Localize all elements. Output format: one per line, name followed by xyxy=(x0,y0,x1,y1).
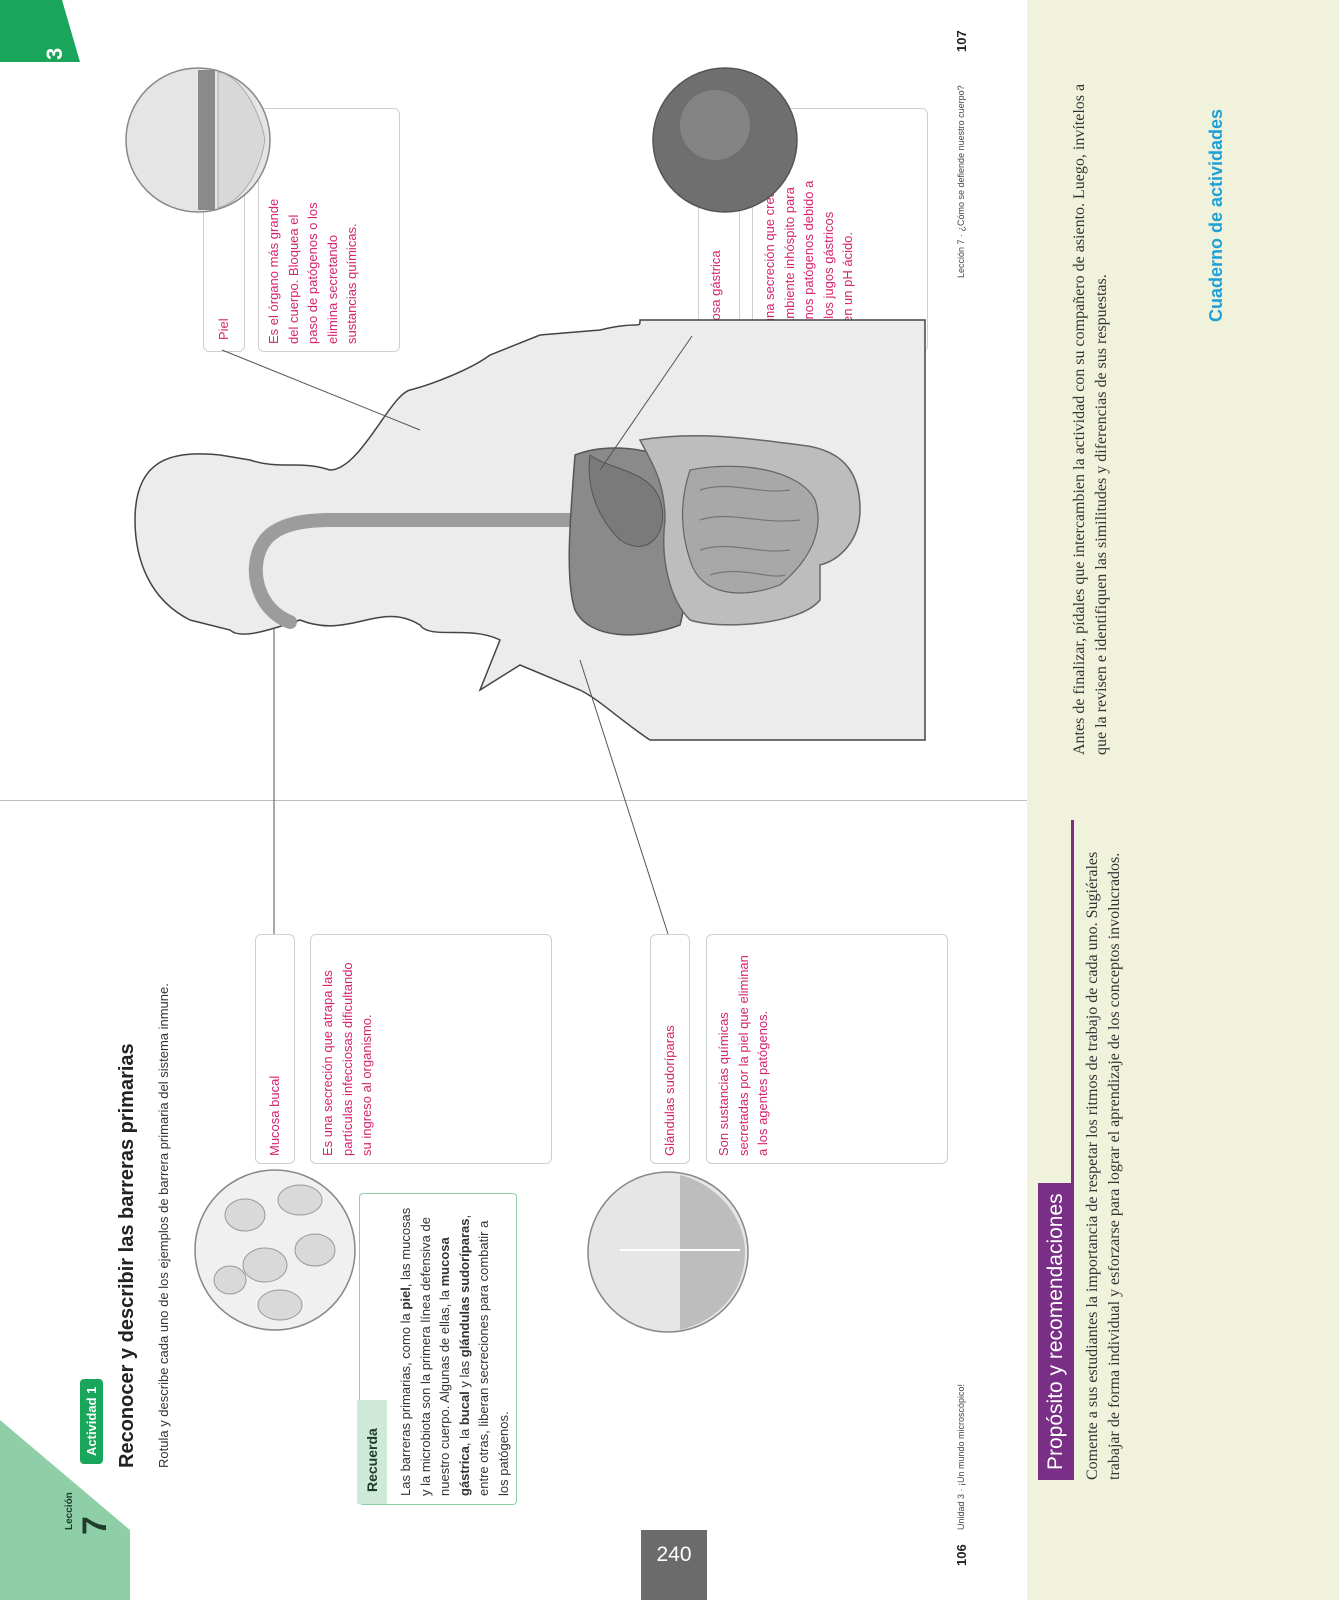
intestine-folds xyxy=(699,485,801,577)
glandulas-desc-box xyxy=(706,934,948,1164)
mouth-cells xyxy=(213,1184,336,1321)
pointer-piel xyxy=(221,349,421,431)
stomach-lining-texture xyxy=(680,90,750,160)
teacher-panel xyxy=(1027,0,1339,1600)
glandulas-label-box xyxy=(650,934,690,1164)
page-badge xyxy=(641,1530,707,1600)
mucosa-bucal-label-box xyxy=(255,934,295,1164)
piel-desc-box xyxy=(258,108,400,352)
esophagus xyxy=(248,513,607,629)
skin-layer xyxy=(198,70,215,210)
pointer-mucosa-gastrica xyxy=(599,335,693,471)
body-silhouette xyxy=(134,319,926,741)
page-badge-number: 240 xyxy=(656,1543,692,1566)
teacher-paragraph-1: Comente a sus estudiantes la importancia… xyxy=(1084,851,1123,1480)
teacher-heading-rule xyxy=(1071,820,1074,1480)
stomach xyxy=(588,454,664,547)
cuaderno-link[interactable]: Cuaderno de actividades xyxy=(1206,108,1226,322)
spine-divider xyxy=(0,800,1027,801)
pointer-glandulas xyxy=(579,659,669,935)
sweat-gland-layer xyxy=(680,1175,745,1330)
lesson-corner-tab xyxy=(0,1420,130,1600)
small-intestine xyxy=(681,465,819,594)
body-illustration xyxy=(125,67,926,1333)
mucosa-bucal-desc-box xyxy=(310,934,552,1164)
right-page-number: 107 xyxy=(954,30,969,52)
teacher-paragraph-2: Antes de finalizar, pídales que intercam… xyxy=(1071,83,1110,755)
recuerda-heading-band xyxy=(357,1400,387,1504)
left-footer-text: Unidad 3 · ¡Un mundo microscópico! xyxy=(956,1383,966,1530)
skin-cells xyxy=(217,71,266,209)
left-page-number: 106 xyxy=(954,1544,969,1566)
unit-corner-tab xyxy=(0,0,80,62)
right-footer-text: Lección 7 · ¿Cómo se defiende nuestro cu… xyxy=(956,85,966,278)
teacher-heading: Propósito y recomendaciones xyxy=(1038,1183,1074,1480)
